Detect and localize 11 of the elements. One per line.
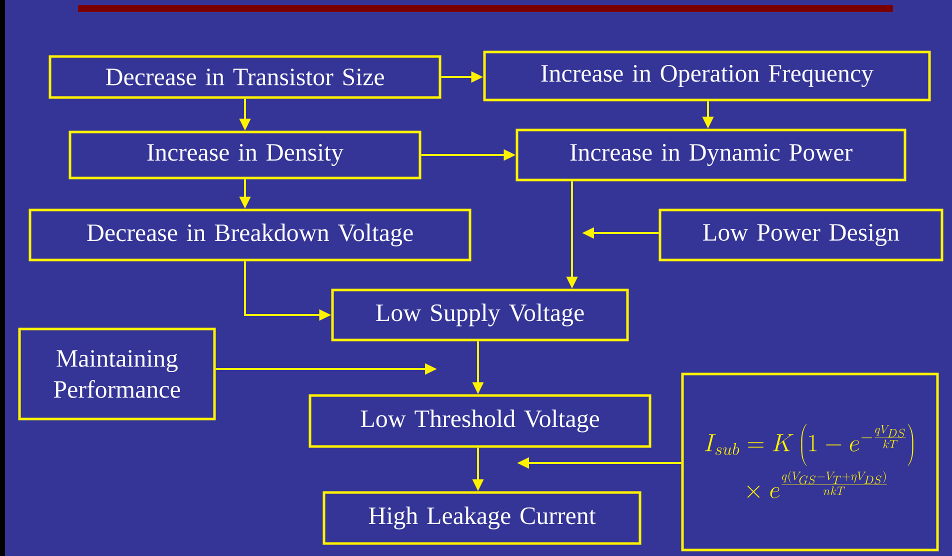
process-box: Decrease in Transistor Size <box>48 55 442 99</box>
formula-box: $I_{sub} = K\left(1-e^{-\frac{qV_{DS}}{kT}}\right)$ $\times\ e^{\frac{q(V_{GS}-V_T+\eta V_{DS})}{nkT}}$ <box>681 372 939 552</box>
process-box: Increase in Operation Frequency <box>483 50 931 102</box>
process-box: Increase in Dynamic Power <box>516 128 906 182</box>
process-box: Low Threshold Voltage <box>308 394 652 448</box>
process-box: Maintaining Performance <box>18 328 216 420</box>
process-box: Low Supply Voltage <box>331 288 629 342</box>
process-box: Low Power Design <box>658 208 944 262</box>
process-box: Decrease in Breakdown Voltage <box>28 208 472 262</box>
process-box: High Leakage Current <box>322 491 642 545</box>
process-box: Increase in Density <box>68 130 422 180</box>
